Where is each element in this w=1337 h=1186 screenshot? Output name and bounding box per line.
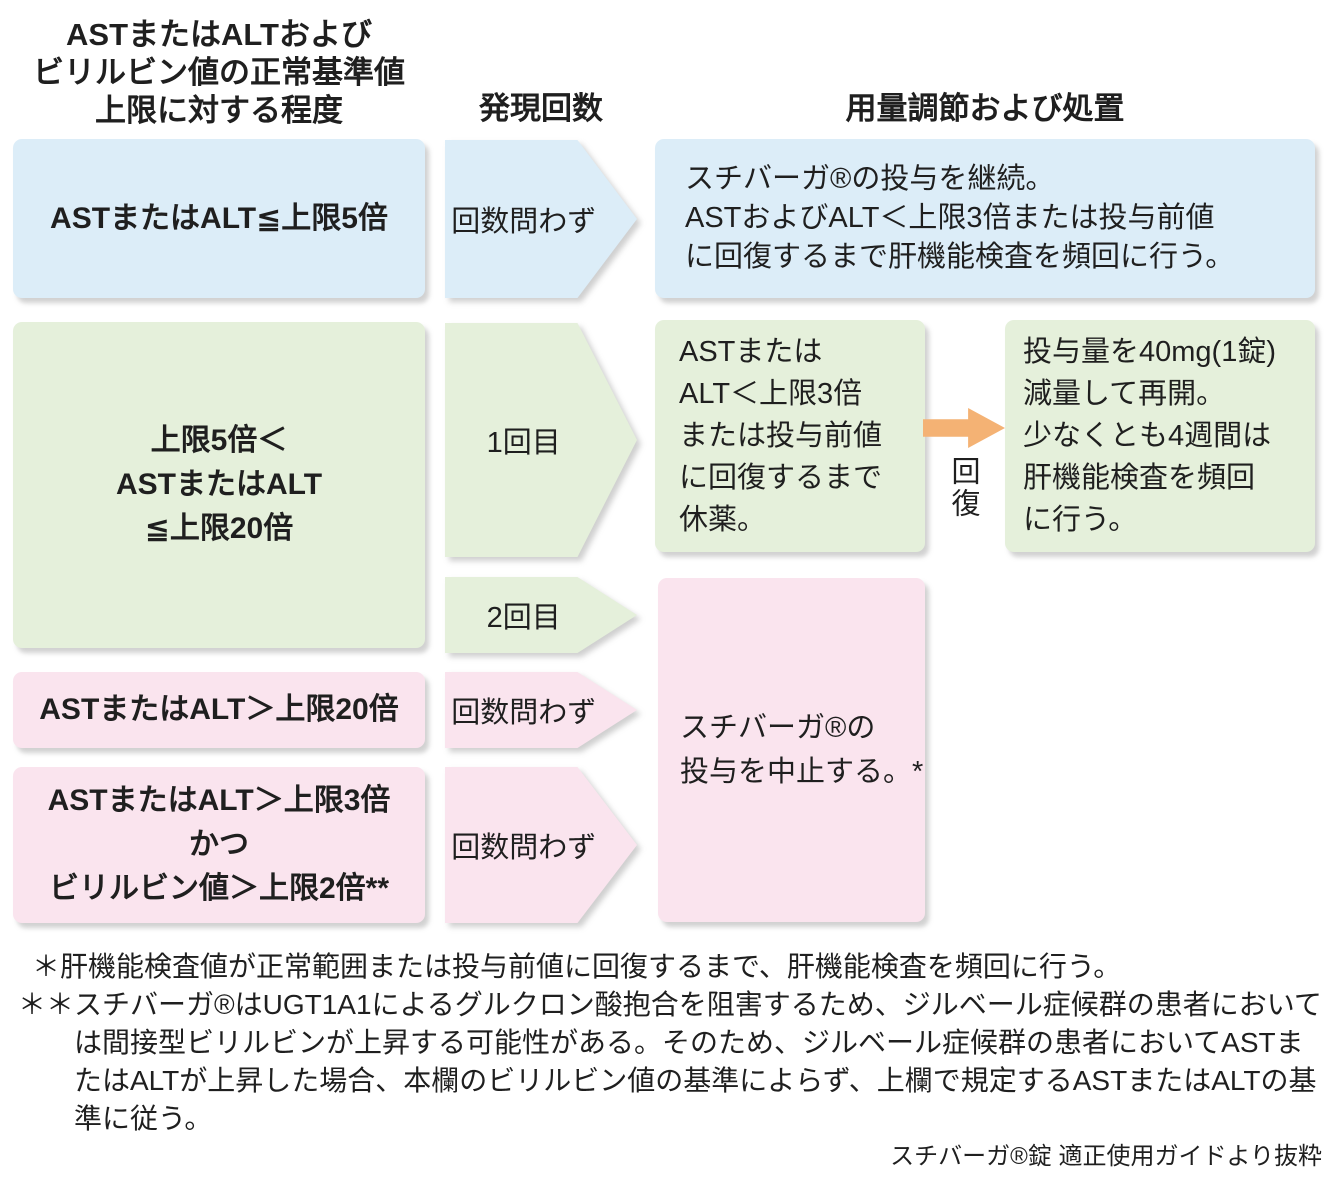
footnote-single-asterisk: ＊肝機能検査値が正常範囲または投与前値に回復するまで、肝機能検査を頻回に行う。 <box>32 951 1122 982</box>
action-text: スチバーガ®の投与を継続。 ASTおよびALT＜上限3倍または投与前値 に回復す… <box>685 163 1235 273</box>
occurrence-label: 2回目 <box>486 602 561 634</box>
action-text: スチバーガ®の 投与を中止する。* <box>680 712 924 788</box>
condition-label: ASTまたはALT＞上限20倍 <box>39 693 399 726</box>
footnotes: ＊肝機能検査値が正常範囲または投与前値に回復するまで、肝機能検査を頻回に行う。 … <box>18 948 1323 1138</box>
arrow-shape: 2回目 <box>445 577 637 653</box>
condition-label: ASTまたはALT≦上限5倍 <box>50 201 388 235</box>
action-text: 投与量を40mg(1錠) 減量して再開。 少なくとも4週間は 肝機能検査を頻回 … <box>1023 336 1276 536</box>
condition-box-gt-20x: ASTまたはALT＞上限20倍 <box>13 672 425 748</box>
source-caption: スチバーガ®錠 適正使用ガイドより抜粋 <box>890 1143 1322 1170</box>
occurrence-label: 回数問わず <box>451 697 597 729</box>
condition-label: 上限5倍＜ ASTまたはALT ≦上限20倍 <box>115 424 323 545</box>
action-box-interrupt: ASTまたは ALT＜上限3倍 または投与前値 に回復するまで 休薬。 <box>655 320 925 552</box>
occurrence-arrow-row4: 回数問わず <box>445 767 637 923</box>
arrow-shape: 回数問わず <box>445 140 637 298</box>
arrow-shape: 回数問わず <box>445 672 637 748</box>
condition-label: ASTまたはALT＞上限3倍 かつ ビリルビン値＞上限2倍** <box>47 784 391 905</box>
header-action-column: 用量調節および処置 <box>845 91 1125 126</box>
action-box-continue: スチバーガ®の投与を継続。 ASTおよびALT＜上限3倍または投与前値 に回復す… <box>655 139 1315 298</box>
arrow-shape: 回数問わず <box>445 767 637 923</box>
occurrence-arrow-row3: 回数問わず <box>445 672 637 748</box>
footnote-double-asterisk: ＊＊スチバーガ®はUGT1A1によるグルクロン酸抱合を阻害するため、ジルベール症… <box>18 989 1322 1134</box>
condition-box-bilirubin: ASTまたはALT＞上限3倍 かつ ビリルビン値＞上限2倍** <box>13 767 425 923</box>
header-degree-column: ASTまたはALTおよび ビリルビン値の正常基準値 上限に対する程度 <box>33 17 405 128</box>
condition-box-le-5x: ASTまたはALT≦上限5倍 <box>13 139 425 298</box>
recovery-label: 回復 <box>947 456 979 520</box>
occurrence-label: 回数問わず <box>451 832 597 864</box>
action-box-discontinue: スチバーガ®の 投与を中止する。* <box>658 578 925 922</box>
action-text: ASTまたは ALT＜上限3倍 または投与前値 に回復するまで 休薬。 <box>679 336 883 536</box>
action-box-resume-reduced: 投与量を40mg(1錠) 減量して再開。 少なくとも4週間は 肝機能検査を頻回 … <box>1005 320 1315 552</box>
occurrence-arrow-first: 1回目 <box>445 323 637 557</box>
recovery-arrow-icon <box>923 408 1005 448</box>
occurrence-arrow-second: 2回目 <box>445 577 637 653</box>
arrow-shape: 1回目 <box>445 323 637 557</box>
header-occurrence-column: 発現回数 <box>479 91 603 126</box>
occurrence-label: 1回目 <box>486 427 561 459</box>
condition-box-5x-to-20x: 上限5倍＜ ASTまたはALT ≦上限20倍 <box>13 322 425 648</box>
occurrence-label: 回数問わず <box>451 206 597 238</box>
occurrence-arrow-row1: 回数問わず <box>445 140 637 298</box>
